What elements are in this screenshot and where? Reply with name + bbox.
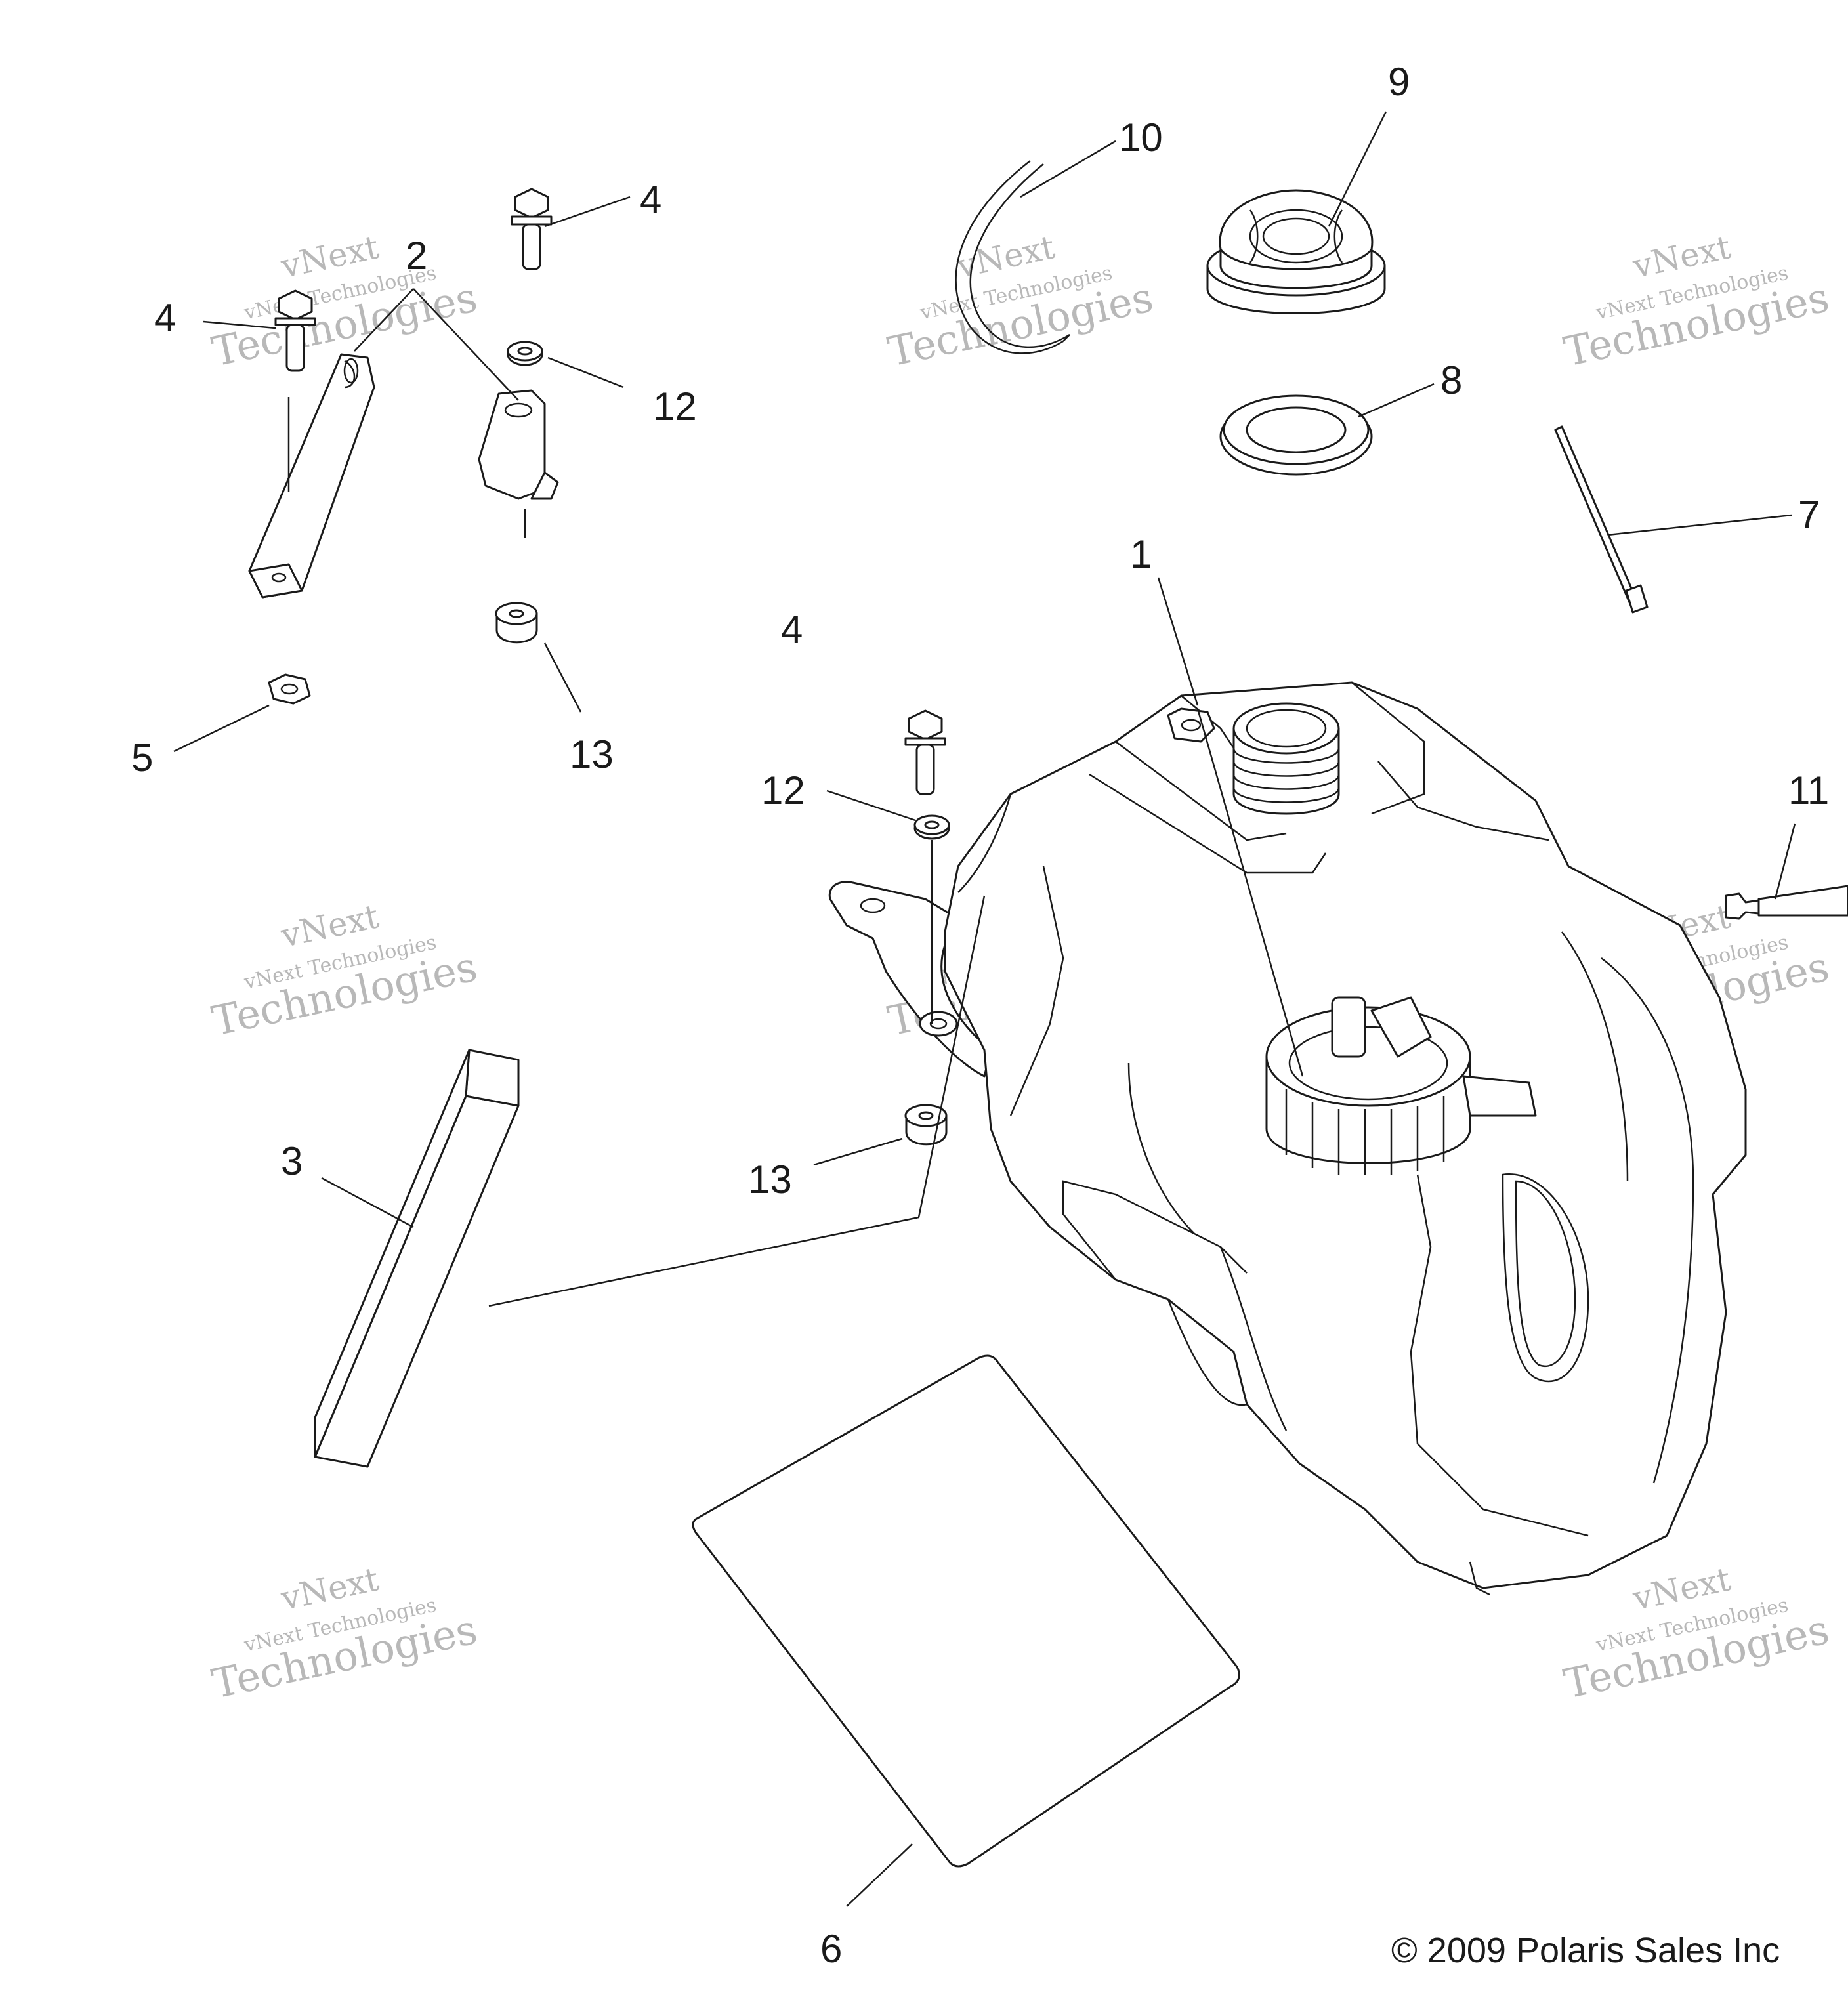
bushing-part bbox=[495, 602, 538, 644]
callout-13: 13 bbox=[570, 732, 614, 776]
strap-part bbox=[1554, 425, 1648, 614]
callout-5: 5 bbox=[131, 736, 153, 780]
pad-part bbox=[692, 1354, 1240, 1868]
callout-4: 4 bbox=[154, 296, 176, 340]
bolt-part bbox=[904, 709, 946, 795]
hose-part bbox=[955, 160, 1070, 354]
washer-part bbox=[507, 341, 543, 366]
watermark: vNext vNext Technologies Technologies bbox=[208, 897, 482, 1045]
callout-4: 4 bbox=[640, 178, 662, 222]
callout-10: 10 bbox=[1119, 116, 1163, 159]
gasket-part bbox=[1219, 394, 1373, 476]
watermark: vNext vNext Technologies Technologies bbox=[208, 1560, 482, 1708]
callout-6: 6 bbox=[820, 1927, 842, 1971]
bolt-part bbox=[511, 188, 553, 270]
callout-7: 7 bbox=[1798, 493, 1820, 537]
callout-12: 12 bbox=[761, 768, 805, 812]
nut-part bbox=[268, 673, 311, 705]
callouts: 1 2 3 4 4 4 5 6 7 8 9 10 11 12 12 13 13 bbox=[131, 60, 1829, 1971]
copyright-notice: © 2009 Polaris Sales Inc bbox=[1391, 1931, 1780, 1970]
watermark: vNext vNext Technologies Technologies bbox=[1560, 228, 1834, 375]
watermark: vNext vNext Technologies Technologies bbox=[208, 228, 482, 375]
bracket-part bbox=[478, 389, 559, 500]
fuel-cap-part bbox=[1206, 189, 1386, 314]
callout-8: 8 bbox=[1440, 358, 1462, 402]
foam-strip-part bbox=[314, 1049, 520, 1468]
callout-4: 4 bbox=[781, 608, 803, 652]
callout-12: 12 bbox=[653, 385, 697, 429]
callout-1: 1 bbox=[1130, 532, 1152, 576]
bushing-part bbox=[904, 1104, 948, 1146]
watermark: vNext vNext Technologies Technologies bbox=[884, 228, 1158, 375]
washer-part bbox=[914, 814, 950, 840]
leader-lines bbox=[173, 111, 1796, 1907]
bolt-part bbox=[274, 289, 316, 372]
callout-9: 9 bbox=[1388, 60, 1410, 104]
callout-2: 2 bbox=[406, 234, 427, 278]
callout-3: 3 bbox=[281, 1139, 303, 1183]
fuel-tank-part bbox=[828, 681, 1747, 1596]
callout-11: 11 bbox=[1788, 768, 1829, 812]
callout-13: 13 bbox=[748, 1158, 792, 1202]
bracket-part bbox=[248, 353, 375, 598]
fitting-part bbox=[1725, 885, 1848, 920]
